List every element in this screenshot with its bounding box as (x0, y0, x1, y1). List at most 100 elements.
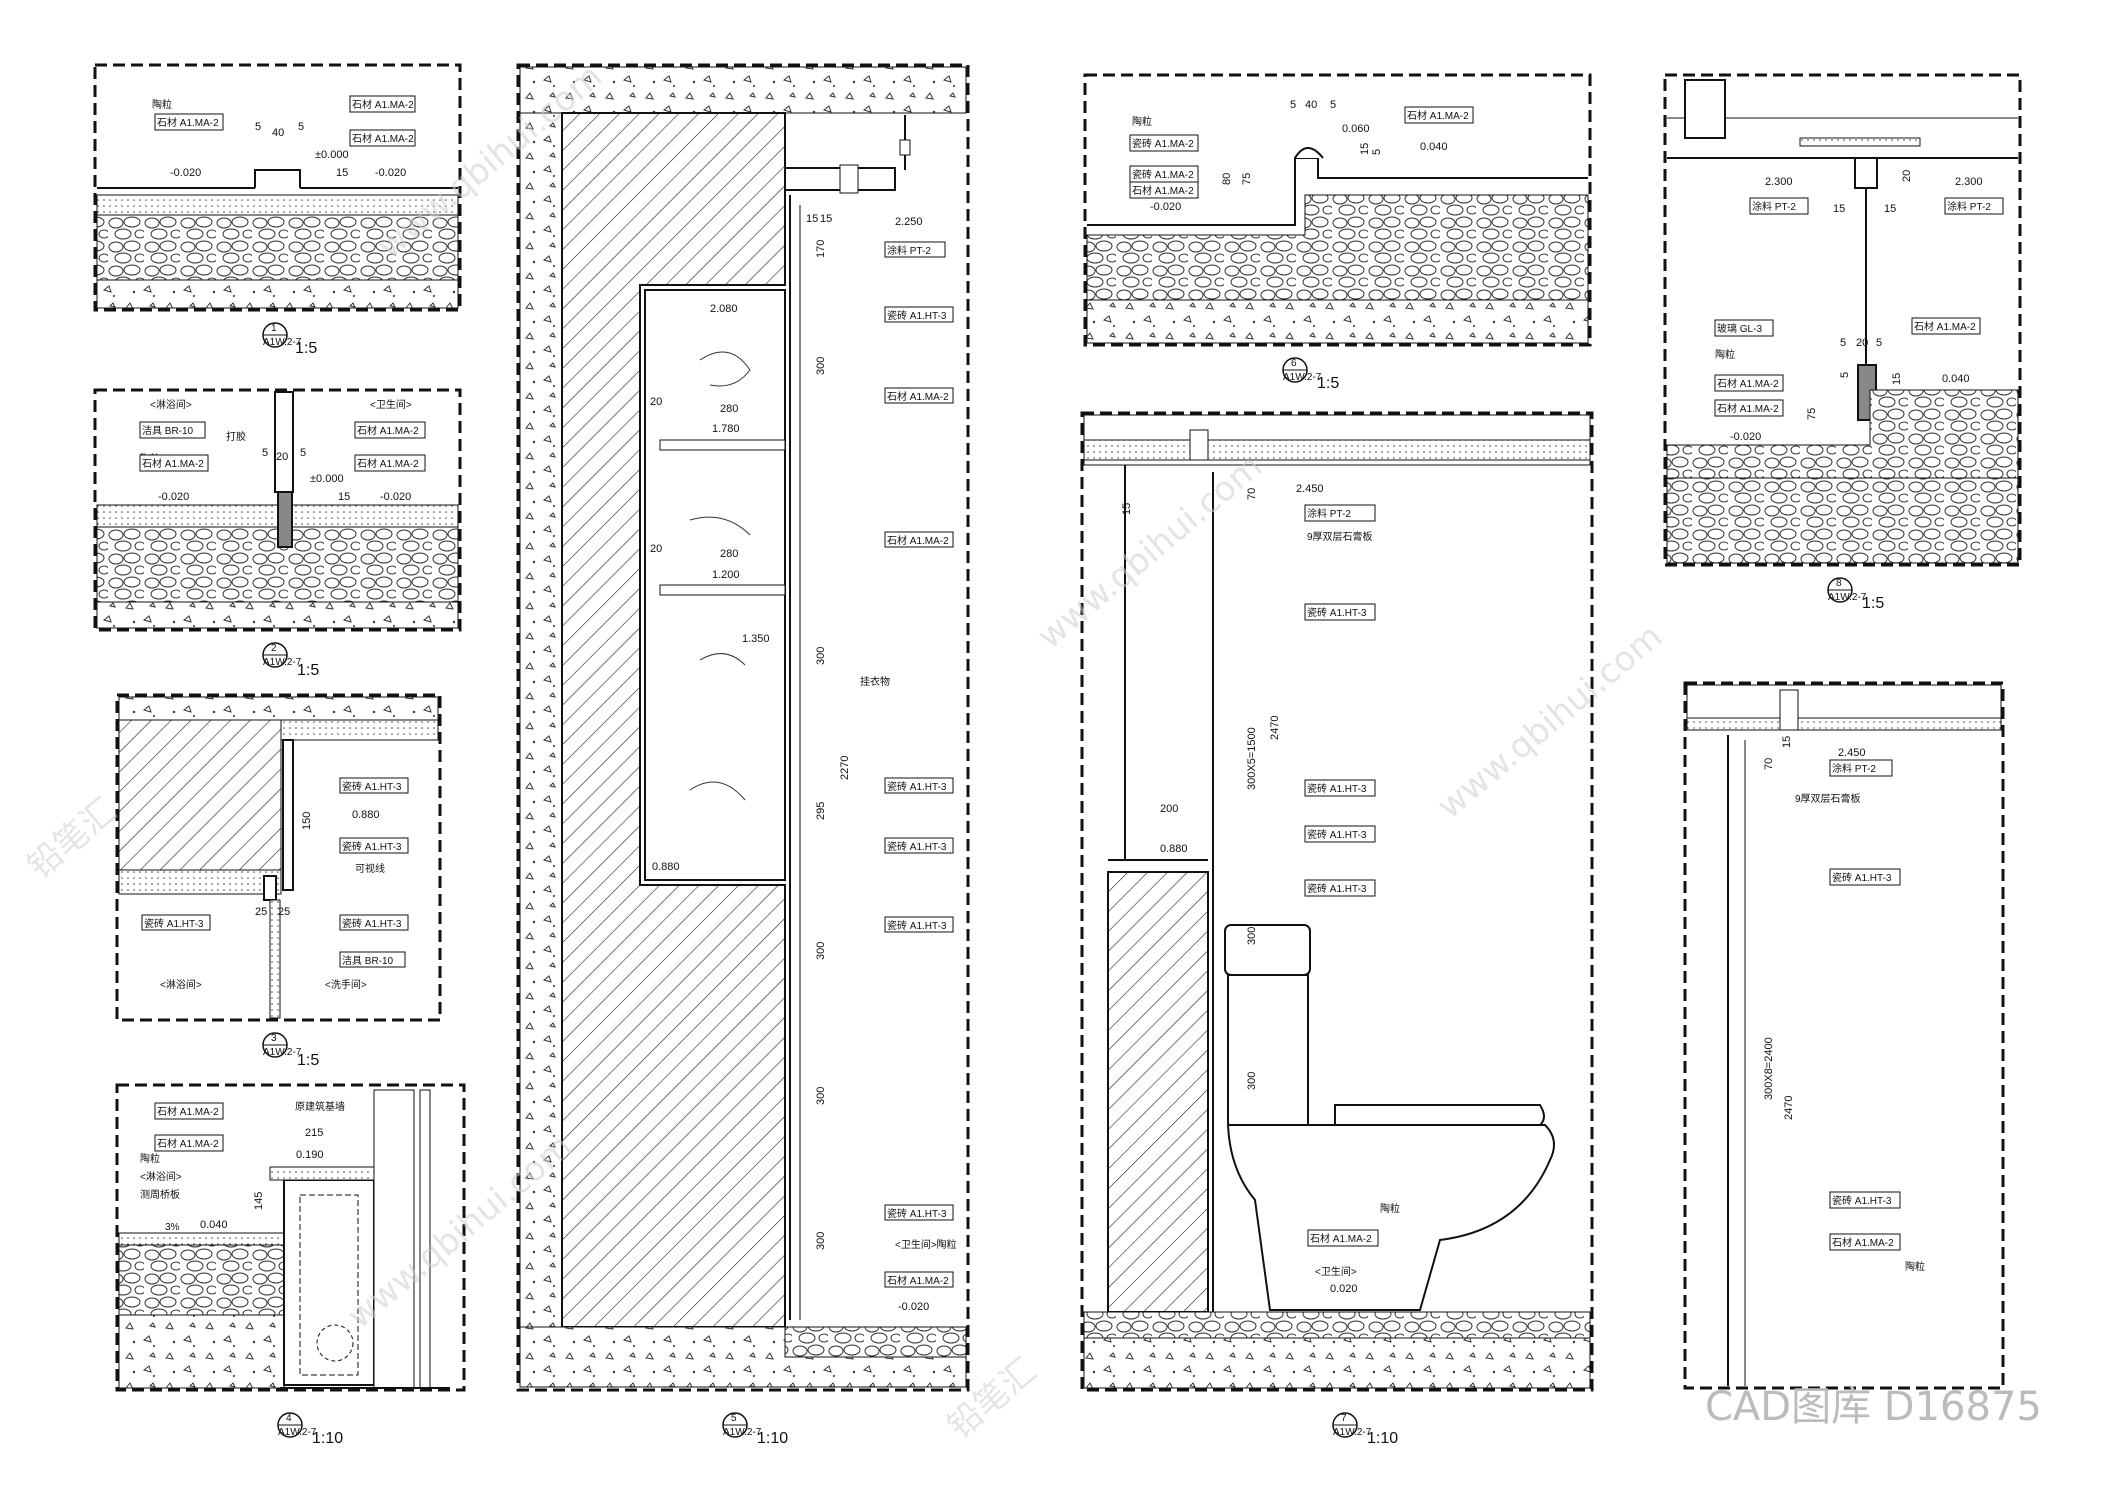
d3-label-6: <淋浴间> (160, 978, 202, 991)
d1-dim-2: 5 (298, 121, 304, 133)
d2-dim-2: 5 (300, 447, 306, 459)
d1-sheet: A1W.2-7 (263, 337, 302, 348)
d6-label-3: 石材 A1.MA-2 (1132, 184, 1194, 197)
d5-scale: 1:10 (757, 1430, 788, 1447)
d6-dim-4: 75 (1241, 173, 1253, 185)
d7-level-2: 0.020 (1330, 1283, 1358, 1295)
d7-label-2: 瓷砖 A1.HT-3 (1307, 606, 1367, 619)
d7-dim-3: 2470 (1269, 716, 1281, 740)
d5-level-6: -0.020 (898, 1301, 929, 1313)
d5-level-1: 2.080 (710, 303, 738, 315)
d3-sheet: A1W.2-7 (263, 1047, 302, 1058)
d7-label-5: 瓷砖 A1.HT-3 (1307, 882, 1367, 895)
d9-label-5: 陶粒 (1905, 1260, 1925, 1273)
d2-label-1: <卫生间> (370, 398, 412, 411)
d9-label-3: 瓷砖 A1.HT-3 (1832, 1194, 1892, 1207)
detail-5: 涂料 PT-2 瓷砖 A1.HT-3 石材 A1.MA-2 石材 A1.MA-2… (516, 63, 970, 1447)
d5-label-0: 涂料 PT-2 (887, 244, 931, 257)
d5-dim-7: 20 (650, 543, 662, 555)
d5-label-9: <卫生间>陶粒 (895, 1238, 957, 1251)
d2-level-0: -0.020 (158, 491, 189, 503)
d8-label-1: 涂料 PT-2 (1947, 200, 1991, 213)
d7-label-3: 瓷砖 A1.HT-3 (1307, 782, 1367, 795)
d6-label-4: 石材 A1.MA-2 (1407, 109, 1469, 122)
d5-dim-5: 20 (650, 396, 662, 408)
d7-label-4: 瓷砖 A1.HT-3 (1307, 828, 1367, 841)
watermark-brand-2: 铅笔汇 (20, 791, 124, 887)
d3-label-5: 洁具 BR-10 (342, 954, 394, 967)
d3-dim-1: 25 (255, 906, 267, 918)
d1-scale: 1:5 (295, 340, 317, 357)
d1-dim-1: 40 (272, 127, 284, 139)
d2-level-2: -0.020 (380, 491, 411, 503)
d8-label-0: 涂料 PT-2 (1752, 200, 1796, 213)
d5-dim-2: 170 (815, 240, 827, 258)
d7-scale: 1:10 (1367, 1430, 1398, 1447)
d3-dim-2: 25 (278, 906, 290, 918)
d4-label-5: 测周桥板 (140, 1188, 180, 1201)
d5-dim-10: 295 (815, 802, 827, 820)
d9-dim-1: 70 (1763, 758, 1775, 770)
d7-label-0: 涂料 PT-2 (1307, 507, 1351, 520)
d6-dim-2: 5 (1330, 99, 1336, 111)
d3-dim-0: 150 (301, 812, 313, 830)
d5-label-10: 石材 A1.MA-2 (887, 1274, 949, 1287)
d4-sheet: A1W.2-7 (278, 1427, 317, 1438)
detail-8: 涂料 PT-2 涂料 PT-2 玻璃 GL-3 石材 A1.MA-2 陶粒 石材… (1663, 73, 2022, 612)
d1-level-1: ±0.000 (315, 149, 349, 161)
d2-label-2: 洁具 BR-10 (142, 424, 194, 437)
d8-dim-7: 75 (1806, 408, 1818, 420)
d3-label-1: 瓷砖 A1.HT-3 (342, 840, 402, 853)
d7-sheet: A1W.2-7 (1333, 1427, 1372, 1438)
d9-dim-2: 300X8=2400 (1763, 1037, 1775, 1100)
d6-label-1: 瓷砖 A1.MA-2 (1132, 137, 1194, 150)
d8-dim-5: 5 (1876, 337, 1882, 349)
d1-number: 1 (271, 323, 277, 334)
d8-level-3: -0.020 (1730, 431, 1761, 443)
d1-level-0: -0.020 (170, 167, 201, 179)
d5-level-2: 1.780 (712, 423, 740, 435)
d8-dim-3: 5 (1840, 337, 1846, 349)
d8-dim-0: 15 (1833, 203, 1845, 215)
d4-level-1: 0.040 (200, 1219, 228, 1231)
detail-9: 涂料 PT-2 9厚双层石膏板 瓷砖 A1.HT-3 瓷砖 A1.HT-3 石材… (1683, 681, 2005, 1390)
d1-dim-3: 15 (336, 167, 348, 179)
d8-level-0: 2.300 (1765, 176, 1793, 188)
detail-6: 陶粒 瓷砖 A1.MA-2 瓷砖 A1.MA-2 石材 A1.MA-2 石材 A… (1083, 73, 1592, 392)
d1-label-1: 石材 A1.MA-2 (157, 116, 219, 129)
d1-label-3: 石材 A1.MA-2 (352, 132, 414, 145)
d6-level-0: -0.020 (1150, 201, 1181, 213)
d8-dim-8: 15 (1891, 373, 1903, 385)
d3-number: 3 (271, 1033, 277, 1044)
d4-label-2: 石材 A1.MA-2 (157, 1137, 219, 1150)
d6-level-2: 0.040 (1420, 141, 1448, 153)
detail-1: 石材 A1.MA-2 陶粒 石材 A1.MA-2 石材 A1.MA-2 -0.0… (93, 63, 462, 357)
d3-label-4: 瓷砖 A1.HT-3 (144, 917, 204, 930)
d2-label-5: 打胶 (226, 430, 246, 443)
d2-sheet: A1W.2-7 (263, 657, 302, 668)
d5-label-1: 瓷砖 A1.HT-3 (887, 309, 947, 322)
d8-dim-2: 15 (1884, 203, 1896, 215)
d3-scale: 1:5 (297, 1052, 319, 1069)
d7-dim-0: 15 (1121, 503, 1133, 515)
d9-label-4: 石材 A1.MA-2 (1832, 1236, 1894, 1249)
d5-dim-0: 15 (806, 213, 818, 225)
d3-label-0: 瓷砖 A1.HT-3 (342, 780, 402, 793)
detail-3: 瓷砖 A1.HT-3 瓷砖 A1.HT-3 可视线 瓷砖 A1.HT-3 瓷砖 … (115, 693, 442, 1069)
d7-label-6: 石材 A1.MA-2 (1310, 1232, 1372, 1245)
d5-label-4: 挂衣物 (860, 675, 890, 688)
d8-scale: 1:5 (1862, 595, 1884, 612)
d2-dim-3: 15 (338, 491, 350, 503)
d2-number: 2 (271, 643, 277, 654)
d8-label-2: 玻璃 GL-3 (1717, 322, 1762, 335)
d1-label-0: 陶粒 (152, 98, 172, 111)
d5-level-5: 0.880 (652, 861, 680, 873)
d4-label-4: <淋浴间> (140, 1170, 182, 1183)
d5-number: 5 (731, 1413, 737, 1424)
d5-dim-13: 300 (815, 1232, 827, 1250)
d5-label-8: 瓷砖 A1.HT-3 (887, 1207, 947, 1220)
d3-level-0: 0.880 (352, 809, 380, 821)
detail-4: 石材 A1.MA-2 原建筑基墙 石材 A1.MA-2 陶粒 <淋浴间> 测周桥… (115, 1083, 466, 1447)
d6-dim-5: 15 (1359, 143, 1371, 155)
d5-level-4: 1.350 (742, 633, 770, 645)
